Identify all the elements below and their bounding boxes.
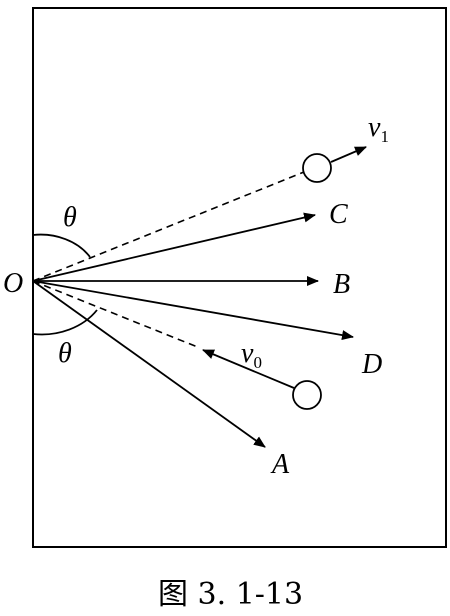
- label-D: D: [361, 349, 382, 380]
- label-theta-bottom: θ: [58, 338, 72, 369]
- label-v1: v1: [368, 112, 389, 146]
- angle-arc-bottom: [32, 309, 98, 336]
- label-v0: v0: [241, 338, 262, 372]
- arrow-A: [32, 280, 266, 448]
- angle-arc-top: [32, 233, 91, 258]
- label-origin: O: [3, 268, 23, 299]
- label-C: C: [329, 199, 348, 230]
- label-B: B: [333, 269, 350, 300]
- diagram-frame: [32, 7, 447, 548]
- arrow-v0: [202, 349, 295, 389]
- figure-caption: 图 3. 1-13: [158, 577, 303, 612]
- arrow-D: [32, 280, 354, 341]
- dashed-line-to-v0-arrow: [32, 280, 201, 349]
- ball-v0: [292, 380, 322, 410]
- label-theta-top: θ: [63, 202, 77, 233]
- dashed-line-to-v1-ball: [32, 171, 305, 282]
- ball-v1: [302, 153, 332, 183]
- arrow-C: [32, 212, 316, 282]
- label-A: A: [270, 449, 290, 480]
- arrow-v1: [330, 146, 367, 163]
